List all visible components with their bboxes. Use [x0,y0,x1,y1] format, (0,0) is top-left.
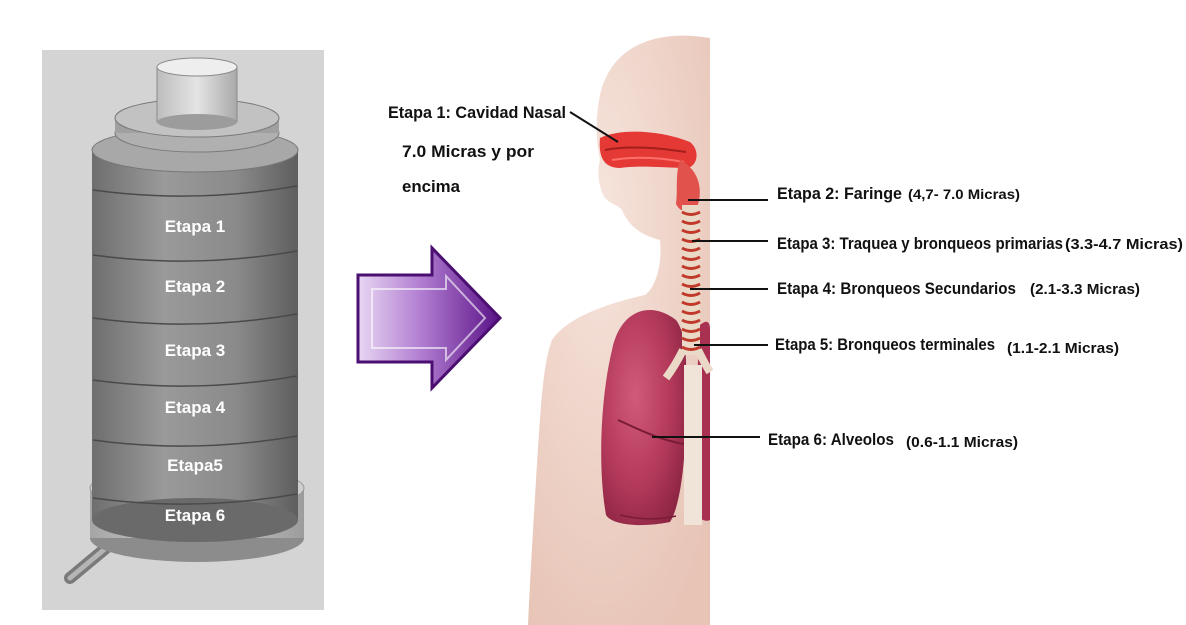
impactor-stage-label: Etapa5 [167,456,223,475]
impactor-stage-label: Etapa 1 [165,217,225,236]
impactor-stage-label: Etapa 6 [165,506,225,525]
stage4-range: (2.1-3.3 Micras) [1030,281,1140,298]
stage2-range: (4,7- 7.0 Micras) [908,186,1020,202]
stage4-label: Etapa 4: Bronqueos Secundarios [777,279,1016,298]
anatomy-labels: Etapa 1: Cavidad Nasal 7.0 Micras y por … [388,103,1183,451]
stage5-range: (1.1-2.1 Micras) [1007,340,1119,357]
impactor-stage-label: Etapa 2 [165,277,225,296]
stage6-label: Etapa 6: Alveolos [768,430,894,449]
stage3-label: Etapa 3: Traquea y bronqueos primarias [777,234,1063,253]
stage3-range: (3.3-4.7 Micras) [1065,236,1183,253]
anatomy-illustration [528,36,710,625]
stage2-label: Etapa 2: Faringe [777,184,902,203]
right-arrow-icon [358,248,500,388]
impactor-stage-label: Etapa 4 [165,398,226,417]
stage1-label-line2: 7.0 Micras y por [402,142,534,161]
stage1-label-line3: encima [402,177,461,196]
stage1-label-line1: Etapa 1: Cavidad Nasal [388,103,566,122]
stage5-label: Etapa 5: Bronqueos terminales [775,335,995,354]
stage6-range: (0.6-1.1 Micras) [906,434,1018,451]
impactor-panel: Etapa 1 Etapa 2 Etapa 3 Etapa 4 Etapa5Etapa … [42,50,324,610]
impactor-stage-label: Etapa 3 [165,341,225,360]
